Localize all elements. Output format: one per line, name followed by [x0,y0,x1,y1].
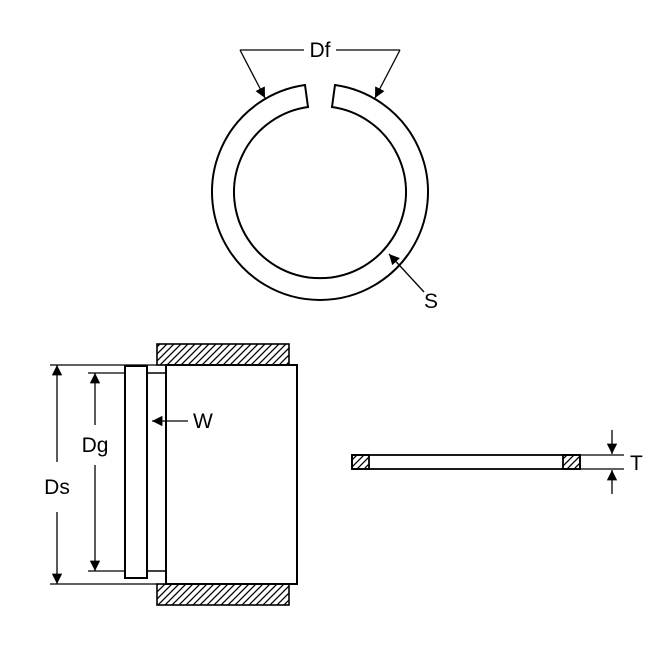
ring-body [211,83,429,301]
front-view-ring: Df S [211,39,438,313]
dimension-dg [88,372,125,572]
df-label: Df [310,39,331,62]
dg-label: Dg [82,434,109,457]
dimension-ds [50,364,157,585]
housing-hatch-bottom [156,583,290,606]
t-label: T [630,452,643,475]
edge-view: T [351,430,643,494]
dimension-s [388,253,425,293]
groove-lines [147,372,166,572]
dimension-df [239,49,401,99]
df-arrow-left [239,49,266,99]
s-arrow [388,253,425,293]
w-label: W [193,410,213,433]
ring-side-section [124,365,148,579]
installed-side-view: Ds Dg W [44,343,298,606]
shaft-body [165,364,298,585]
ring-edge-hatch-left [351,454,370,470]
ring-edge-bar [351,454,581,470]
housing-hatch-top [156,343,290,366]
s-label: S [424,290,438,313]
ring-edge-hatch-right [562,454,581,470]
ds-label: Ds [44,476,70,499]
df-arrow-right [374,49,401,99]
dimension-t [580,430,624,494]
